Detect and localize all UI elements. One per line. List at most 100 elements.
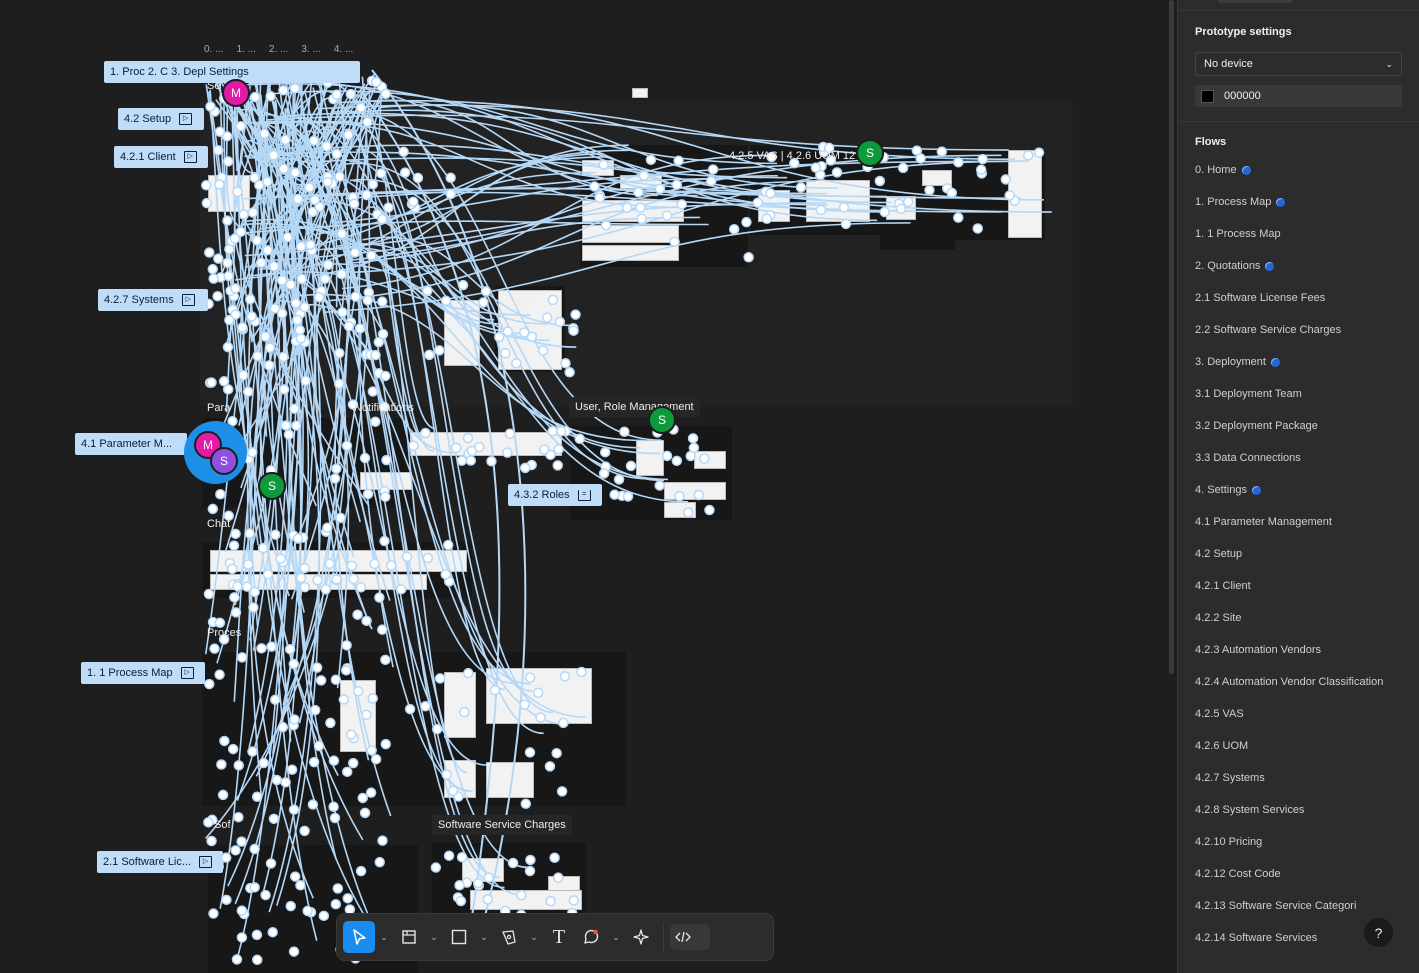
flow-item[interactable]: 4.2.8 System Services xyxy=(1195,794,1402,826)
collaborator-avatar-s[interactable]: S xyxy=(648,406,676,434)
connector-endpoint xyxy=(420,701,431,712)
chevron-down-icon[interactable]: ⌄ xyxy=(380,931,388,942)
mini-screen xyxy=(632,88,648,98)
collaborator-avatar-s[interactable]: S xyxy=(258,472,286,500)
move-tool-button[interactable] xyxy=(343,921,375,953)
dev-mode-toggle[interactable] xyxy=(670,924,710,950)
chevron-down-icon[interactable]: ⌄ xyxy=(612,931,620,942)
frame-icon[interactable]: = xyxy=(577,489,591,501)
flow-item[interactable]: 3.2 Deployment Package xyxy=(1195,410,1402,442)
flow-item[interactable]: 3.3 Data Connections xyxy=(1195,442,1402,474)
chevron-down-icon[interactable]: ⌄ xyxy=(480,931,488,942)
collaborator-avatar-m[interactable]: M xyxy=(222,79,250,107)
prototype-canvas[interactable]: 0. ...1. ...2. ...3. ...4. ... User, Rol… xyxy=(0,0,1167,973)
connector-endpoint xyxy=(524,747,536,758)
play-icon[interactable]: ▷ xyxy=(180,667,194,679)
flow-item[interactable]: 4.2.2 Site xyxy=(1195,602,1402,634)
flow-item[interactable]: 4. Settings xyxy=(1195,474,1402,506)
connector-endpoint xyxy=(383,202,394,213)
background-color-field[interactable]: 000000 xyxy=(1195,85,1402,107)
connector-endpoint xyxy=(478,297,489,308)
flow-item-label: 4.2.6 UOM xyxy=(1195,740,1249,752)
flow-item[interactable]: 3.1 Deployment Team xyxy=(1195,378,1402,410)
flow-tag-4-2-7-systems[interactable]: 4.2.7 Systems ▷ xyxy=(98,289,208,311)
flow-item[interactable]: 1. 1 Process Map xyxy=(1195,218,1402,250)
flow-item[interactable]: 4.2.5 VAS xyxy=(1195,698,1402,730)
process-frame-title[interactable]: Proces xyxy=(207,627,242,639)
soft-frame-title[interactable]: Sof xyxy=(214,819,231,831)
flow-item[interactable]: 4.2.1 Client xyxy=(1195,570,1402,602)
collaborator-cluster[interactable]: M S xyxy=(184,421,247,484)
chevron-down-icon[interactable]: ⌄ xyxy=(530,931,538,942)
connector-endpoint xyxy=(249,172,260,183)
play-icon[interactable]: ▷ xyxy=(199,856,213,868)
connector-endpoint xyxy=(247,746,258,757)
flow-tag-4-1-parameter[interactable]: 4.1 Parameter M... xyxy=(75,433,187,455)
flow-item[interactable]: 3. Deployment xyxy=(1195,346,1402,378)
shape-tool-button[interactable] xyxy=(443,921,475,953)
flow-item[interactable]: 4.2.6 UOM xyxy=(1195,730,1402,762)
panel-tab[interactable] xyxy=(1218,0,1292,3)
flow-tag-top-row[interactable]: 1. Proc 2. C 3. Depl Settings xyxy=(104,61,360,83)
color-swatch[interactable] xyxy=(1201,89,1214,103)
flow-item[interactable]: 4.2.14 Software Services xyxy=(1195,922,1402,954)
flow-item[interactable]: 2. Quotations xyxy=(1195,250,1402,282)
connector-endpoint xyxy=(430,862,442,873)
flow-item[interactable]: 2.2 Software Service Charges xyxy=(1195,314,1402,346)
notifications-frame-title[interactable]: Notifications xyxy=(354,402,414,414)
software-frame-title[interactable]: Softwa... xyxy=(505,298,548,310)
text-tool-button[interactable]: T xyxy=(543,921,575,953)
pen-tool-button[interactable] xyxy=(493,921,525,953)
play-icon[interactable]: ▷ xyxy=(183,151,197,163)
connector-line xyxy=(244,151,828,195)
flow-item[interactable]: 0. Home xyxy=(1195,154,1402,186)
frame-tool-button[interactable] xyxy=(393,921,425,953)
flow-item[interactable]: 4.2.3 Automation Vendors xyxy=(1195,634,1402,666)
flow-item-label: 4.2.14 Software Services xyxy=(1195,932,1318,944)
se-frame-title[interactable]: Se xyxy=(207,80,221,92)
para-frame-title[interactable]: Para xyxy=(207,402,231,414)
actions-tool-button[interactable] xyxy=(625,921,657,953)
connector-endpoint xyxy=(600,220,612,231)
comment-tool-button[interactable] xyxy=(575,921,607,953)
connector-endpoint xyxy=(227,743,239,755)
flow-item[interactable]: 4.2 Setup xyxy=(1195,538,1402,570)
connector-endpoint xyxy=(953,157,964,168)
connector-endpoint xyxy=(535,712,546,723)
chevron-down-icon[interactable]: ⌄ xyxy=(430,931,438,942)
flow-item[interactable]: 2.1 Software License Fees xyxy=(1195,282,1402,314)
user-role-frame-title[interactable]: User, Role Management xyxy=(569,397,700,417)
background-color-value[interactable]: 000000 xyxy=(1224,90,1261,102)
chat-frame-title[interactable]: Chat xyxy=(207,518,231,530)
connector-endpoint xyxy=(343,129,354,141)
device-select[interactable]: No device ⌄ xyxy=(1195,52,1402,76)
flow-item[interactable]: 4.1 Parameter Management xyxy=(1195,506,1402,538)
help-button[interactable]: ? xyxy=(1364,918,1393,947)
connector-endpoint xyxy=(275,553,286,564)
connector-endpoint xyxy=(434,673,446,684)
flow-item[interactable]: 4.2.7 Systems xyxy=(1195,762,1402,794)
scrollbar-thumb[interactable] xyxy=(1169,0,1174,674)
flow-item[interactable]: 4.2.13 Software Service Categori xyxy=(1195,890,1402,922)
flow-item[interactable]: 4.2.12 Cost Code xyxy=(1195,858,1402,890)
connector-endpoint xyxy=(269,303,281,314)
flow-tag-4-2-1-client[interactable]: 4.2.1 Client ▷ xyxy=(114,146,208,168)
ruler-label: 2. ... xyxy=(268,44,289,55)
flow-tag-2-1-software-lic[interactable]: 2.1 Software Lic... ▷ xyxy=(97,851,223,873)
collaborator-avatar-s[interactable]: S xyxy=(856,139,884,167)
connector-endpoint xyxy=(237,322,248,333)
flow-tag-4-3-2-roles[interactable]: 4.3.2 Roles = xyxy=(508,484,602,506)
vas-uom-frame-titles[interactable]: 4.2.5 VAS | 4.2.6 UOM 12 ricing xyxy=(729,150,885,162)
software-service-charges-frame-title[interactable]: Software Service Charges xyxy=(432,815,572,835)
flow-item[interactable]: 1. Process Map xyxy=(1195,186,1402,218)
connector-endpoint xyxy=(1023,150,1034,161)
connector-endpoint xyxy=(555,425,567,437)
canvas-scrollbar[interactable] xyxy=(1167,0,1177,973)
flow-tag-1-1-process-map[interactable]: 1. 1 Process Map ▷ xyxy=(81,662,205,684)
connector-endpoint xyxy=(357,792,369,804)
flow-item[interactable]: 4.2.4 Automation Vendor Classification xyxy=(1195,666,1402,698)
flow-item[interactable]: 4.2.10 Pricing xyxy=(1195,826,1402,858)
play-icon[interactable]: ▷ xyxy=(181,294,195,306)
play-icon[interactable]: ▷ xyxy=(179,113,193,125)
flow-tag-4-2-setup[interactable]: 4.2 Setup ▷ xyxy=(118,108,204,130)
